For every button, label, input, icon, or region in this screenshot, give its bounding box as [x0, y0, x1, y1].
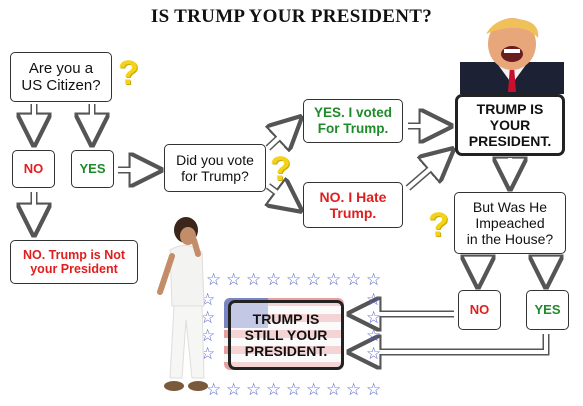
star-icon: ☆ [346, 380, 362, 400]
star-icon: ☆ [266, 380, 282, 400]
not-president-box: NO. Trump is Not your President [10, 240, 138, 284]
star-icon: ☆ [306, 270, 322, 290]
flow-arrow-inner [406, 152, 449, 190]
star-icon: ☆ [326, 270, 342, 290]
flow-arrow-inner [266, 120, 297, 150]
citizen-yes-box: YES [71, 150, 114, 188]
star-icon: ☆ [366, 308, 382, 328]
star-icon: ☆ [366, 326, 382, 346]
trump-photo [458, 12, 566, 94]
voted-yes-box: YES. I voted For Trump. [303, 99, 403, 143]
star-icon: ☆ [366, 344, 382, 364]
star-icon: ☆ [346, 270, 362, 290]
star-frame: ☆☆☆☆☆☆☆☆☆☆☆☆☆☆☆☆☆☆☆☆☆☆☆☆☆☆ [196, 270, 381, 400]
star-icon: ☆ [366, 380, 382, 400]
star-icon: ☆ [246, 380, 262, 400]
vote-question-box: Did you vote for Trump? [164, 144, 266, 192]
question-mark-icon: ? [118, 54, 139, 92]
star-icon: ☆ [366, 290, 382, 310]
diagram-title: IS TRUMP YOUR PRESIDENT? [150, 6, 433, 27]
star-icon: ☆ [200, 308, 216, 328]
star-icon: ☆ [226, 270, 242, 290]
woman-figure-photo [148, 210, 218, 400]
star-icon: ☆ [366, 270, 382, 290]
citizen-no-box: NO [12, 150, 55, 188]
star-icon: ☆ [206, 380, 222, 400]
still-president-box: TRUMP IS STILL YOUR PRESIDENT. [228, 300, 344, 370]
voted-no-box: NO. I Hate Trump. [303, 182, 403, 228]
impeached-question-box: But Was He Impeached in the House? [454, 192, 566, 254]
star-icon: ☆ [206, 270, 222, 290]
star-icon: ☆ [306, 380, 322, 400]
flow-arrow-inner [266, 184, 297, 208]
star-icon: ☆ [266, 270, 282, 290]
star-icon: ☆ [326, 380, 342, 400]
star-icon: ☆ [286, 270, 302, 290]
star-icon: ☆ [226, 380, 242, 400]
impeached-no-box: NO [458, 290, 501, 330]
star-icon: ☆ [286, 380, 302, 400]
flow-arrow-inner [356, 334, 548, 354]
impeached-yes-box: YES [526, 290, 569, 330]
star-icon: ☆ [200, 326, 216, 346]
trump-president-box: TRUMP IS YOUR PRESIDENT. [455, 94, 565, 156]
citizen-question-box: Are you a US Citizen? [10, 52, 112, 102]
star-icon: ☆ [246, 270, 262, 290]
question-mark-icon: ? [428, 206, 449, 244]
question-mark-icon: ? [270, 150, 291, 188]
